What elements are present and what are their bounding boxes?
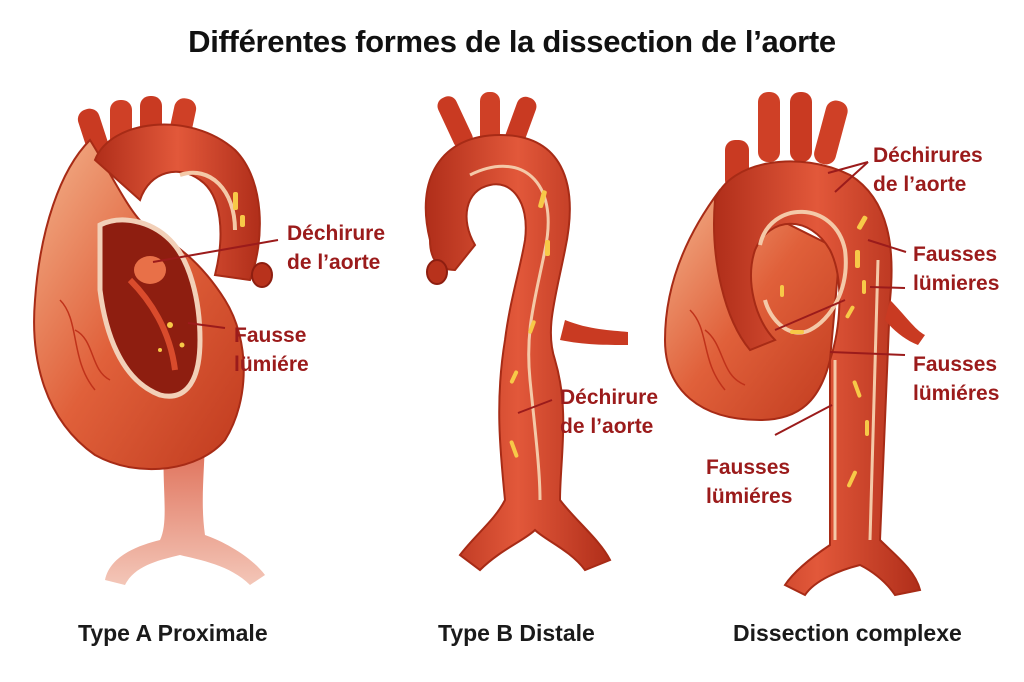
label-false-lumens-complex-2: Fausses lümiéres xyxy=(913,353,1000,405)
label-false-lumens-complex-3: Fausses lümiéres xyxy=(706,456,793,508)
type-b-aorta-illustration xyxy=(424,92,628,572)
label-aortic-tears-complex: Déchirures de l’aorte xyxy=(873,144,983,196)
caption-type-a: Type A Proximale xyxy=(78,620,268,646)
caption-complex: Dissection complexe xyxy=(733,620,962,646)
diagram-title: Différentes formes de la dissection de l… xyxy=(188,24,836,59)
type-a-heart-illustration xyxy=(33,96,279,585)
label-aortic-tear-type-a: Déchirure de l’aorte xyxy=(287,222,386,274)
label-aortic-tear-type-b: Déchirure de l’aorte xyxy=(560,386,659,438)
label-false-lumens-complex-1: Fausses lümieres xyxy=(913,243,1000,295)
label-false-lumen-type-a: Fausse lümiére xyxy=(234,324,309,376)
complex-dissection-illustration xyxy=(663,92,925,597)
caption-type-b: Type B Distale xyxy=(438,620,595,646)
